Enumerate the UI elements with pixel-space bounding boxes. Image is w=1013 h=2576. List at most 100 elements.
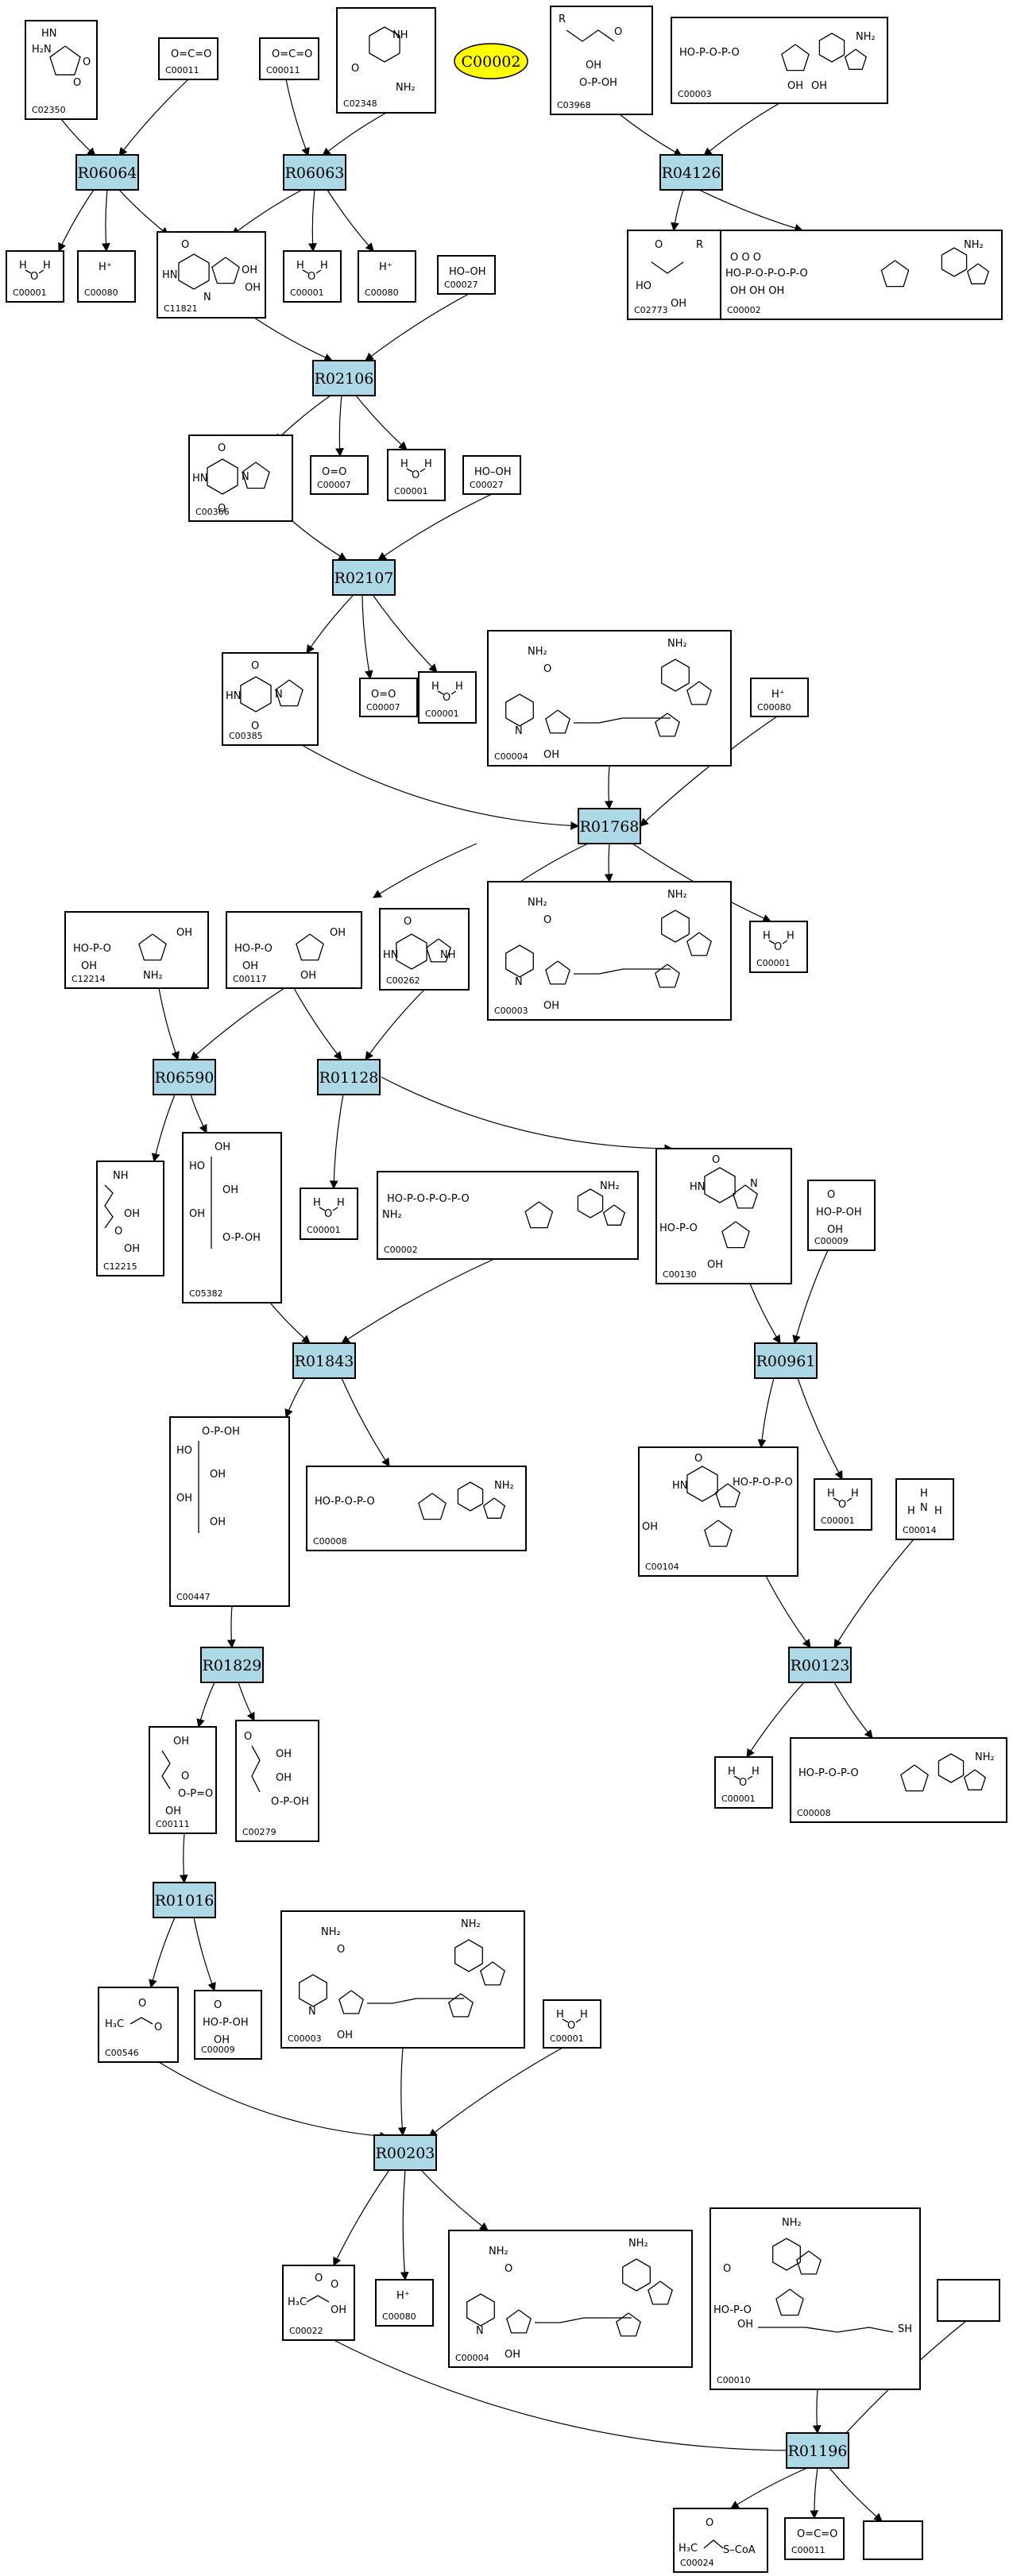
- svg-text:HN: HN: [41, 28, 57, 40]
- compound-c00080-box[interactable]: H⁺C00080: [77, 250, 136, 303]
- reaction-r01768-box[interactable]: R01768: [578, 808, 641, 844]
- compound-id-label: C00014: [903, 1525, 937, 1535]
- edge-arrow: [293, 987, 342, 1060]
- compound-c00001-box[interactable]: C00001: [814, 1478, 872, 1531]
- reaction-r01829-box[interactable]: R01829: [200, 1647, 264, 1683]
- compound-c00001-box[interactable]: C00001: [418, 671, 477, 724]
- reaction-r01128-box[interactable]: R01128: [317, 1059, 381, 1095]
- svg-text:NH₂: NH₂: [667, 889, 687, 901]
- svg-text:HO-P-O-P-O-P-O: HO-P-O-P-O-P-O: [387, 1193, 470, 1205]
- compound-c00001-box[interactable]: C00001: [300, 1188, 358, 1240]
- svg-text:OH: OH: [165, 1806, 181, 1817]
- compound-c00001-box[interactable]: C00001: [283, 250, 342, 303]
- edge-arrow: [238, 1682, 255, 1721]
- compound-c00001-box[interactable]: C00001: [749, 921, 808, 973]
- compound-c00001-box[interactable]: C00001: [543, 1999, 601, 2049]
- reaction-r04126-box[interactable]: R04126: [659, 154, 723, 191]
- reaction-r06064-box[interactable]: R06064: [75, 154, 139, 191]
- reaction-r06590-box[interactable]: R06590: [153, 1059, 216, 1095]
- start-node-c00002[interactable]: C00002: [454, 43, 528, 79]
- edge-arrow: [190, 987, 285, 1060]
- compound-id-label: C00001: [394, 486, 428, 496]
- edge-arrow: [158, 2061, 389, 2141]
- compound-c00001-box[interactable]: C00001: [387, 449, 446, 501]
- reaction-r01196-box[interactable]: R01196: [786, 2432, 849, 2469]
- compound-c00080-box[interactable]: H⁺C00080: [358, 250, 416, 303]
- compound-id-label: C11821: [164, 303, 198, 314]
- reaction-r00961-box[interactable]: R00961: [754, 1342, 818, 1379]
- svg-text:O: O: [706, 2517, 713, 2529]
- reaction-r06063-box[interactable]: R06063: [283, 154, 346, 191]
- svg-text:OH: OH: [245, 282, 261, 294]
- compound-blank-box[interactable]: [937, 2279, 1000, 2322]
- reaction-r02106-box[interactable]: R02106: [312, 360, 376, 396]
- reaction-r00123-box[interactable]: R00123: [788, 1647, 852, 1683]
- compound-c00080-box[interactable]: H⁺C00080: [375, 2279, 434, 2327]
- compound-blank-box[interactable]: [863, 2520, 923, 2560]
- reaction-id-label: R04126: [662, 164, 721, 182]
- edge-arrow: [373, 595, 438, 673]
- compound-id-label: C02350: [32, 105, 66, 115]
- svg-text:O-P-OH: O-P-OH: [202, 1426, 240, 1438]
- edge-arrow: [420, 2169, 489, 2231]
- compound-c00080-box[interactable]: H⁺C00080: [750, 678, 809, 717]
- reaction-r00203-box[interactable]: R00203: [373, 2134, 437, 2171]
- reaction-r01843-box[interactable]: R01843: [292, 1342, 356, 1379]
- reaction-r01016-box[interactable]: R01016: [153, 1882, 216, 1918]
- structure-sketch: O=C=O: [171, 48, 211, 60]
- svg-text:O: O: [218, 503, 226, 515]
- compound-c00001-box[interactable]: C00001: [714, 1756, 773, 1809]
- reaction-r02107-box[interactable]: R02107: [332, 559, 396, 596]
- compound-id-label: C00001: [721, 1794, 756, 1804]
- svg-text:O: O: [244, 1731, 252, 1743]
- compound-c00001-box[interactable]: C00001: [6, 250, 64, 303]
- svg-text:OH: OH: [671, 298, 686, 310]
- edge-arrow: [812, 2389, 822, 2435]
